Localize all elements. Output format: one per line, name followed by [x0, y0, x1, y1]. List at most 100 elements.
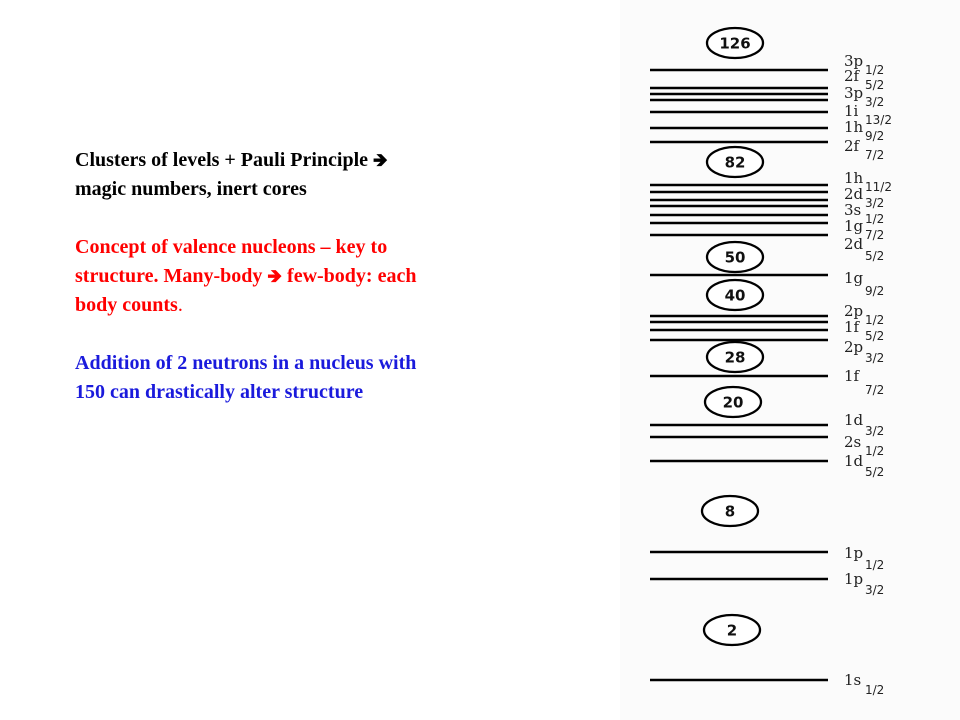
magic-number-20: 20 [703, 385, 763, 419]
magic-number-ellipse [705, 240, 765, 274]
orbital-name: 3s [844, 201, 861, 219]
right-arrow-icon: 🡺 [267, 266, 283, 287]
orbital-j-subscript: 5/2 [865, 78, 884, 92]
orbital-label: 2f 7/2 [844, 137, 884, 162]
orbital-label: 2s 1/2 [844, 433, 884, 458]
orbital-j-subscript: 9/2 [865, 284, 884, 298]
text-line: body counts. [75, 291, 575, 320]
orbital-j-subscript: 9/2 [865, 129, 884, 143]
orbital-j-subscript: 3/2 [865, 95, 884, 109]
orbital-label: 1d5/2 [844, 452, 884, 479]
magic-number-label: 2 [727, 622, 737, 640]
magic-number-ellipse [705, 278, 765, 312]
orbital-j-subscript: 1/2 [865, 558, 884, 572]
orbital-name: 1p [844, 544, 863, 562]
orbital-name: 1s [844, 671, 861, 689]
orbital-name: 1i [844, 102, 859, 120]
text-line: Clusters of levels + Pauli Principle 🡺 [75, 146, 575, 175]
orbital-j-subscript: 13/2 [865, 113, 892, 127]
orbital-name: 1p [844, 570, 863, 588]
orbital-label: 2d5/2 [844, 235, 884, 263]
magic-number-126: 126 [705, 26, 765, 60]
paragraph-valence-nucleons: Concept of valence nucleons – key to str… [75, 233, 575, 320]
orbital-j-subscript: 1/2 [865, 313, 884, 327]
orbital-label: 1p1/2 [844, 544, 884, 572]
orbital-name: 2p [844, 302, 863, 320]
orbital-name: 3p [844, 52, 863, 70]
magic-number-8: 8 [700, 494, 760, 528]
orbital-j-subscript: 3/2 [865, 583, 884, 597]
orbital-j-subscript: 1/2 [865, 444, 884, 458]
orbital-j-subscript: 5/2 [865, 329, 884, 343]
text-line: structure. Many-body 🡺 few-body: each [75, 262, 575, 291]
magic-number-label: 82 [725, 154, 746, 172]
orbital-label: 1d3/2 [844, 411, 884, 438]
orbital-j-subscript: 7/2 [865, 148, 884, 162]
magic-number-label: 40 [725, 287, 746, 305]
magic-number-label: 20 [723, 394, 744, 412]
magic-number-50: 50 [705, 240, 765, 274]
orbital-label: 2f 5/2 [844, 67, 884, 92]
orbital-label: 1p3/2 [844, 570, 884, 597]
orbital-label: 2p3/2 [844, 338, 884, 365]
text-segment: few-body: each [287, 265, 417, 287]
orbital-label: 1f 5/2 [844, 318, 884, 343]
text-segment: structure. Many-body [75, 265, 263, 287]
text-panel: Clusters of levels + Pauli Principle 🡺 m… [75, 146, 575, 436]
orbital-j-subscript: 5/2 [865, 249, 884, 263]
magic-number-ellipse [703, 385, 763, 419]
magic-number-label: 126 [719, 35, 750, 53]
orbital-j-subscript: 7/2 [865, 383, 884, 397]
orbital-label: 1i 13/2 [844, 102, 892, 127]
orbital-name: 1f [844, 318, 861, 336]
orbital-j-subscript: 3/2 [865, 196, 884, 210]
orbital-j-subscript: 5/2 [865, 465, 884, 479]
orbital-j-subscript: 3/2 [865, 351, 884, 365]
orbital-label: 3s 1/2 [844, 201, 884, 226]
magic-number-28: 28 [705, 340, 765, 374]
orbital-name: 2d [844, 235, 864, 253]
orbital-j-subscript: 3/2 [865, 424, 884, 438]
magic-number-ellipse [705, 340, 765, 374]
text-line: 150 can drastically alter structure [75, 381, 364, 403]
magic-number-40: 40 [705, 278, 765, 312]
magic-number-ellipse [705, 26, 765, 60]
orbital-name: 1d [844, 452, 864, 470]
magic-number-2: 2 [702, 613, 762, 647]
orbital-name: 3p [844, 84, 863, 102]
orbital-name: 1g [844, 217, 864, 235]
text-segment: body counts [75, 294, 178, 316]
text-segment: Clusters of levels + Pauli Principle [75, 149, 369, 171]
orbital-label: 1s1/2 [844, 671, 884, 697]
orbital-name: 2f [844, 137, 861, 155]
orbital-name: 2s [844, 433, 861, 451]
orbital-j-subscript: 7/2 [865, 228, 884, 242]
orbital-name: 1d [844, 411, 864, 429]
magic-number-ellipse [700, 494, 760, 528]
magic-number-ellipse [702, 613, 762, 647]
text-line: Concept of valence nucleons – key to [75, 236, 388, 258]
orbital-name: 2p [844, 338, 863, 356]
orbital-name: 2f [844, 67, 861, 85]
orbital-j-subscript: 1/2 [865, 63, 884, 77]
orbital-name: 1f [844, 367, 861, 385]
orbital-name: 2d [844, 185, 864, 203]
text-segment: . [177, 294, 183, 316]
paragraph-shell-closure: Clusters of levels + Pauli Principle 🡺 m… [75, 146, 575, 204]
text-line: Addition of 2 neutrons in a nucleus with [75, 352, 417, 374]
orbital-j-subscript: 11/2 [865, 180, 892, 194]
orbital-j-subscript: 1/2 [865, 212, 884, 226]
magic-number-ellipse [705, 145, 765, 179]
magic-number-label: 28 [725, 349, 746, 367]
orbital-name: 1h [844, 118, 864, 136]
orbital-name: 1h [844, 169, 864, 187]
magic-number-label: 50 [725, 249, 746, 267]
